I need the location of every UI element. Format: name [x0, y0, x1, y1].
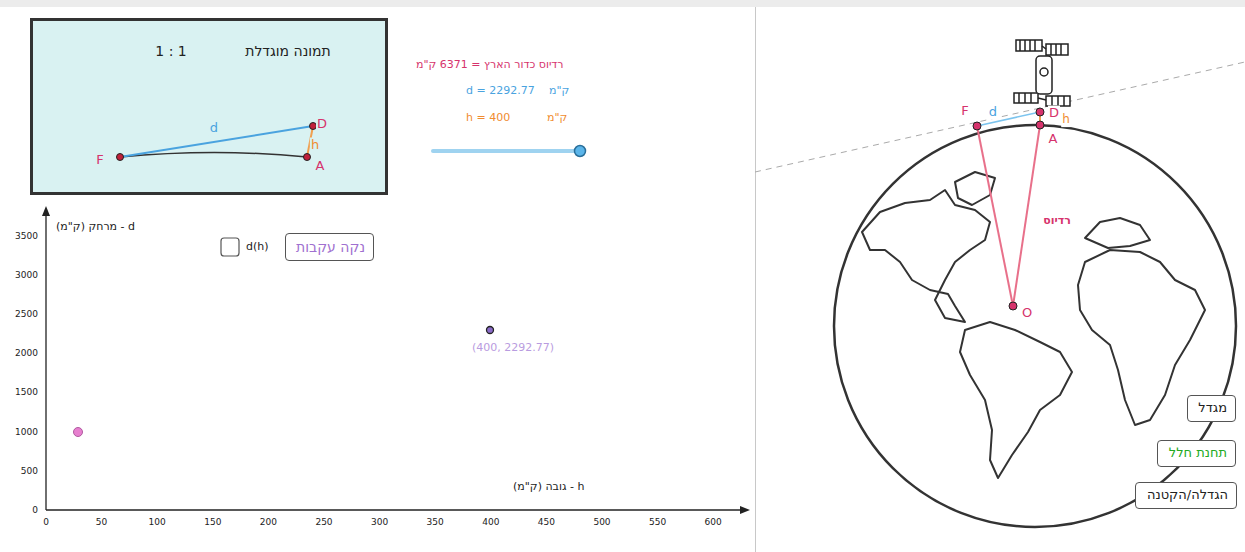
push-button: תחנת חלל [1157, 440, 1236, 467]
button-label: מגדל [1196, 401, 1227, 416]
axis-arrow [740, 506, 750, 514]
drawing-part [1014, 93, 1038, 103]
tick-label: 2000 [14, 348, 39, 358]
point [973, 122, 981, 130]
point-name: O [1021, 306, 1033, 321]
drawing-part [960, 322, 1072, 478]
continents [862, 172, 1205, 478]
radius-line [977, 126, 1013, 306]
drawing-part [1019, 40, 1064, 106]
point [1009, 302, 1017, 310]
drawing-part [1040, 68, 1048, 76]
checkbox [221, 238, 239, 256]
tick-label: 1000 [14, 426, 39, 436]
checkbox-label: d(h) [245, 241, 270, 254]
axis-title: h - גובה (ק"מ) [512, 481, 585, 494]
inset-ground [30, 18, 388, 195]
tick-label: 350 [426, 517, 445, 527]
zoom-panel: 1 : 1 תמונה מוגדלת [30, 18, 388, 195]
tick-label: 400 [481, 517, 500, 527]
value-text: h = 400 [465, 112, 511, 125]
radius-label: רדיוס [1042, 215, 1072, 228]
point-coordinates: (400, 2292.77) [471, 342, 555, 355]
drawing-part [862, 190, 990, 322]
segment-name: d [209, 121, 219, 136]
tick-label: 2500 [14, 309, 39, 319]
panel-text: 1 : 1 [155, 43, 186, 59]
tick-label: 0 [31, 505, 39, 515]
segment-name: h [310, 138, 320, 153]
point-name: A [1048, 132, 1059, 147]
button-label: תחנת חלל [1166, 446, 1227, 461]
tick-label: 300 [370, 517, 389, 527]
point [1036, 121, 1044, 129]
push-button: הגדלה/הקטנה [1135, 482, 1237, 509]
distance-line [977, 112, 1040, 126]
top-bar [0, 0, 1245, 7]
point-name: A [315, 159, 326, 174]
tick-label: 150 [203, 517, 222, 527]
tick-label: 250 [314, 517, 333, 527]
tick-label: 500 [20, 465, 39, 475]
satellite-icon [1014, 40, 1070, 106]
axis-title: d - מרחק (ק"מ) [55, 221, 136, 234]
push-button: מגדל [1187, 395, 1236, 422]
trace-point [74, 428, 83, 437]
panel-divider [755, 7, 756, 552]
drawing-part [1078, 250, 1205, 425]
axis-arrow [42, 206, 50, 216]
slider-track [433, 149, 580, 153]
tick-label: 50 [95, 517, 108, 527]
value-text: d = 2292.77 [465, 85, 536, 98]
point [117, 154, 124, 161]
graph-point [487, 327, 494, 334]
tick-label: 0 [42, 517, 50, 527]
tick-label: 100 [148, 517, 167, 527]
unit-text: ק"מ [548, 85, 570, 98]
push-button: נקה עקבות [285, 233, 374, 261]
drawing-part [1046, 44, 1068, 55]
tick-label: 3000 [14, 270, 39, 280]
button-label: הגדלה/הקטנה [1144, 488, 1228, 503]
drawing-part [1085, 218, 1150, 248]
tick-label: 3500 [14, 231, 39, 241]
tick-label: 1500 [14, 387, 39, 397]
tick-label: 450 [537, 517, 556, 527]
panel-text: תמונה מוגדלת [245, 43, 331, 59]
point-name: D [316, 117, 328, 132]
tick-label: 200 [259, 517, 278, 527]
tick-label: 600 [704, 517, 723, 527]
radius-line [1013, 125, 1040, 306]
button-label: נקה עקבות [294, 239, 365, 255]
segment-name: d [988, 105, 998, 120]
segment-name: h [1061, 113, 1071, 127]
point-name: D [1048, 106, 1060, 121]
drawing-part [1038, 98, 1046, 100]
tick-label: 500 [592, 517, 611, 527]
unit-text: ק"מ [546, 112, 568, 125]
drawing-part [1042, 46, 1046, 49]
point-name: F [960, 104, 969, 119]
y-axis [45, 215, 46, 510]
slider-knob [575, 146, 586, 157]
tick-label: 550 [648, 517, 667, 527]
earth-outline [834, 125, 1236, 527]
drawing-part [1036, 56, 1052, 94]
x-axis [46, 509, 742, 510]
value-text: רדיוס כדור הארץ = 6371 ק"מ [415, 59, 565, 72]
point [304, 154, 311, 161]
point [1036, 108, 1044, 116]
point-name: F [95, 153, 104, 168]
